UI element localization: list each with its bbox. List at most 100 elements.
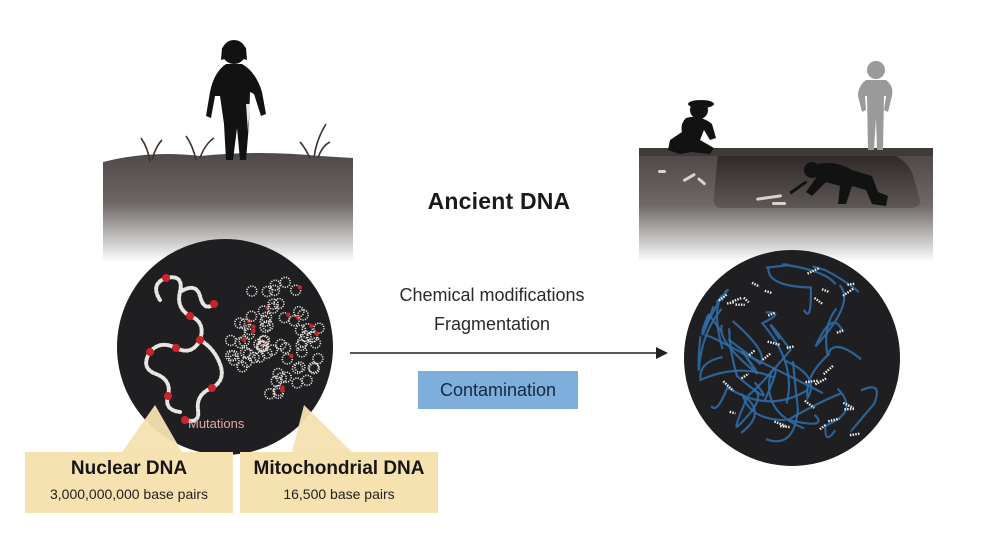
ancient-dna-fragment — [842, 401, 855, 410]
mutation-marker — [289, 353, 294, 359]
mutation-marker — [210, 300, 218, 308]
ancient-dna-fragment — [729, 410, 736, 415]
mitochondrial-ring — [233, 317, 246, 329]
mutation-marker — [146, 348, 154, 356]
dna-circle-ancient — [684, 250, 900, 466]
mitochondrial-ring — [240, 356, 253, 368]
ancient-dna-fragment — [773, 420, 786, 427]
ancient-dna-fragment — [842, 287, 855, 297]
mitochondrial-ring — [281, 353, 294, 365]
ancient-dna-fragment — [814, 377, 827, 386]
mitochondrial-ring — [301, 374, 313, 387]
ancient-dna-fragment — [819, 423, 827, 431]
mitochondrial-ring — [243, 328, 256, 340]
ancient-dna-fragment — [722, 380, 735, 392]
right-soil-block — [639, 148, 933, 262]
contaminant-strand — [710, 385, 809, 410]
mutation-marker — [251, 328, 256, 334]
mitochondrial-ring — [238, 335, 250, 347]
mutation-marker — [208, 384, 216, 392]
mutation-marker — [196, 336, 204, 344]
human-leg-highlight — [246, 104, 250, 132]
ancient-dna-fragment — [786, 345, 795, 350]
mitochondrial-ring — [224, 334, 237, 347]
mitochondrial-ring — [239, 318, 251, 330]
mitochondrial-ring — [279, 276, 292, 289]
process-chemical-modifications: Chemical modifications — [399, 285, 585, 305]
contaminant-strand — [825, 307, 862, 361]
ancient-dna-fragment — [740, 372, 750, 380]
mutation-marker — [280, 388, 285, 393]
mitochondrial-ring — [295, 339, 308, 352]
mitochondrial-ring — [228, 354, 240, 366]
mitochondrial-dna-subtitle: 16,500 base pairs — [283, 486, 395, 502]
ancient-dna-fragment — [827, 417, 840, 423]
contaminant-strand — [812, 265, 860, 293]
mitochondrial-ring — [295, 346, 308, 358]
mitochondrial-ring — [272, 367, 284, 380]
ancient-dna-fragment — [822, 365, 834, 375]
mitochondrial-ring — [313, 322, 325, 335]
mitochondrial-ring — [279, 342, 292, 354]
human-silhouette-icon — [206, 40, 266, 160]
ancient-dna-fragment — [742, 296, 750, 304]
mitochondrial-ring — [267, 302, 279, 314]
mutations-label: Mutations — [188, 416, 245, 431]
ancient-dna-fragment — [836, 329, 844, 334]
archaeologist-kneeling-icon — [668, 100, 716, 154]
mitochondrial-ring — [259, 315, 272, 328]
contaminant-strand — [715, 288, 729, 304]
mutation-marker — [309, 323, 314, 328]
arrow-right-icon — [350, 347, 668, 359]
mitochondrial-ring — [306, 331, 319, 343]
mitochondrial-ring — [257, 340, 269, 353]
mitochondrial-ring — [275, 372, 288, 384]
mitochondrial-ring — [248, 351, 260, 364]
contaminant-strand — [747, 323, 792, 397]
nuclear-dna-box: Nuclear DNA 3,000,000,000 base pairs — [25, 452, 233, 513]
mitochondrial-dna-title: Mitochondrial DNA — [253, 458, 425, 479]
contaminant-strand — [735, 388, 760, 428]
mitochondrial-ring — [309, 337, 322, 349]
mitochondrial-ring — [294, 361, 306, 373]
mitochondrial-ring — [260, 347, 273, 360]
ancient-dna-fragment — [718, 293, 729, 302]
dna-circle-fresh — [117, 239, 333, 455]
archaeologist-standing-icon — [858, 61, 893, 150]
mutation-marker — [242, 337, 247, 342]
contaminant-strand — [849, 386, 878, 433]
left-soil-block — [103, 123, 353, 262]
mutation-marker — [164, 392, 172, 400]
contaminant-strand — [765, 361, 800, 443]
mitochondrial-ring — [301, 322, 314, 335]
ancient-dna-fragment — [847, 282, 855, 286]
mitochondrial-ring — [312, 352, 324, 365]
nuclear-dna-subtitle: 3,000,000,000 base pairs — [49, 486, 208, 502]
ancient-dna-fragment — [849, 432, 860, 437]
mitochondrial-ring — [246, 285, 258, 297]
contaminant-strand — [703, 334, 824, 395]
ancient-dna-fragment — [767, 311, 776, 317]
mitochondrial-ring — [267, 298, 279, 310]
mitochondrial-ring — [275, 338, 287, 351]
mitochondrial-ring — [270, 375, 283, 388]
mitochondrial-ring — [278, 311, 291, 324]
mitochondrial-ring — [297, 309, 309, 321]
mutation-marker — [172, 344, 180, 352]
mitochondrial-ring — [260, 311, 273, 324]
contaminant-strand — [784, 352, 831, 402]
callout-connectors — [122, 405, 352, 452]
contaminant-strand — [727, 320, 764, 366]
mitochondrial-dna-box: Mitochondrial DNA 16,500 base pairs — [240, 452, 438, 513]
ancient-dna-fragment — [764, 289, 773, 295]
ancient-dna-fragment — [821, 288, 830, 294]
mutation-marker — [162, 274, 170, 282]
mitochondrial-ring — [273, 297, 285, 310]
mitochondrial-ring — [261, 285, 274, 298]
nuclear-dna-title: Nuclear DNA — [70, 458, 188, 479]
process-fragmentation: Fragmentation — [433, 314, 551, 334]
mitochondrial-ring — [245, 310, 258, 323]
ancient-dna-fragment — [806, 266, 821, 275]
ancient-dna-fragment — [804, 399, 815, 409]
mutation-marker — [295, 315, 301, 320]
